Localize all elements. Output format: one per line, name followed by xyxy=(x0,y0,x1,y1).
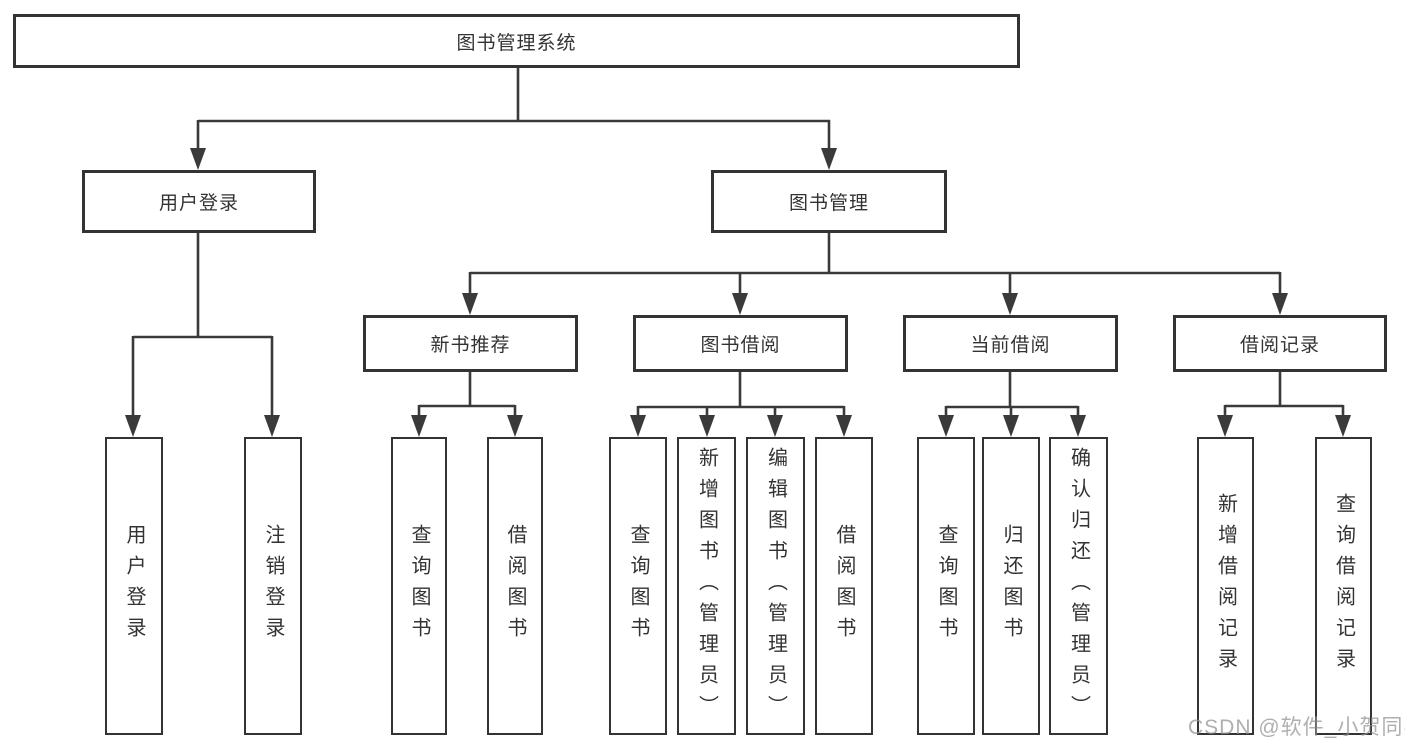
leaf-query-books-borrow: 查询图书 xyxy=(609,437,667,735)
leaf-add-borrow-record: 新增借阅记录 xyxy=(1197,437,1254,735)
node-label: 图书借阅 xyxy=(700,335,781,356)
watermark: CSDN @软件_小贺同学 xyxy=(1188,716,1405,739)
node-label: 用户登录 xyxy=(123,524,145,648)
node-label: 查询图书 xyxy=(408,524,430,648)
leaf-query-books-current: 查询图书 xyxy=(917,437,975,735)
node-label: 查询图书 xyxy=(935,524,957,648)
node-label: 注销登录 xyxy=(262,524,284,648)
leaf-edit-book-admin: 编辑图书（管理员） xyxy=(746,437,805,735)
leaf-confirm-return-admin: 确认归还（管理员） xyxy=(1049,437,1108,735)
node-label: 确认归还（管理员） xyxy=(1067,446,1090,726)
node-current-borrow: 当前借阅 xyxy=(903,315,1118,372)
leaf-query-books-recommend: 查询图书 xyxy=(391,437,447,735)
node-label: 借阅图书 xyxy=(833,524,855,648)
node-book-borrow: 图书借阅 xyxy=(633,315,848,372)
node-label: 新书推荐 xyxy=(430,335,511,356)
node-new-book-recommend: 新书推荐 xyxy=(363,315,578,372)
leaf-add-book-admin: 新增图书（管理员） xyxy=(677,437,736,735)
node-label: 用户登录 xyxy=(158,193,239,214)
leaf-return-books: 归还图书 xyxy=(982,437,1040,735)
leaf-borrow-books: 借阅图书 xyxy=(815,437,873,735)
node-label: 查询图书 xyxy=(627,524,649,648)
node-label: 当前借阅 xyxy=(970,335,1051,356)
node-label: 新增图书（管理员） xyxy=(695,446,718,726)
node-borrow-records: 借阅记录 xyxy=(1173,315,1387,372)
leaf-user-login: 用户登录 xyxy=(105,437,163,735)
node-label: 借阅图书 xyxy=(504,524,526,648)
node-label: 查询借阅记录 xyxy=(1332,493,1355,679)
node-label: 归还图书 xyxy=(1000,524,1022,648)
node-label: 图书管理 xyxy=(788,193,869,214)
node-label: 借阅记录 xyxy=(1239,335,1320,356)
leaf-query-borrow-record: 查询借阅记录 xyxy=(1315,437,1372,735)
leaf-logout: 注销登录 xyxy=(244,437,302,735)
node-root: 图书管理系统 xyxy=(13,14,1020,68)
node-label: 编辑图书（管理员） xyxy=(764,446,787,726)
node-book-management: 图书管理 xyxy=(711,170,947,233)
node-user-login: 用户登录 xyxy=(82,170,316,233)
leaf-borrow-books-recommend: 借阅图书 xyxy=(487,437,543,735)
node-label: 新增借阅记录 xyxy=(1214,493,1237,679)
node-label: 图书管理系统 xyxy=(456,32,577,54)
